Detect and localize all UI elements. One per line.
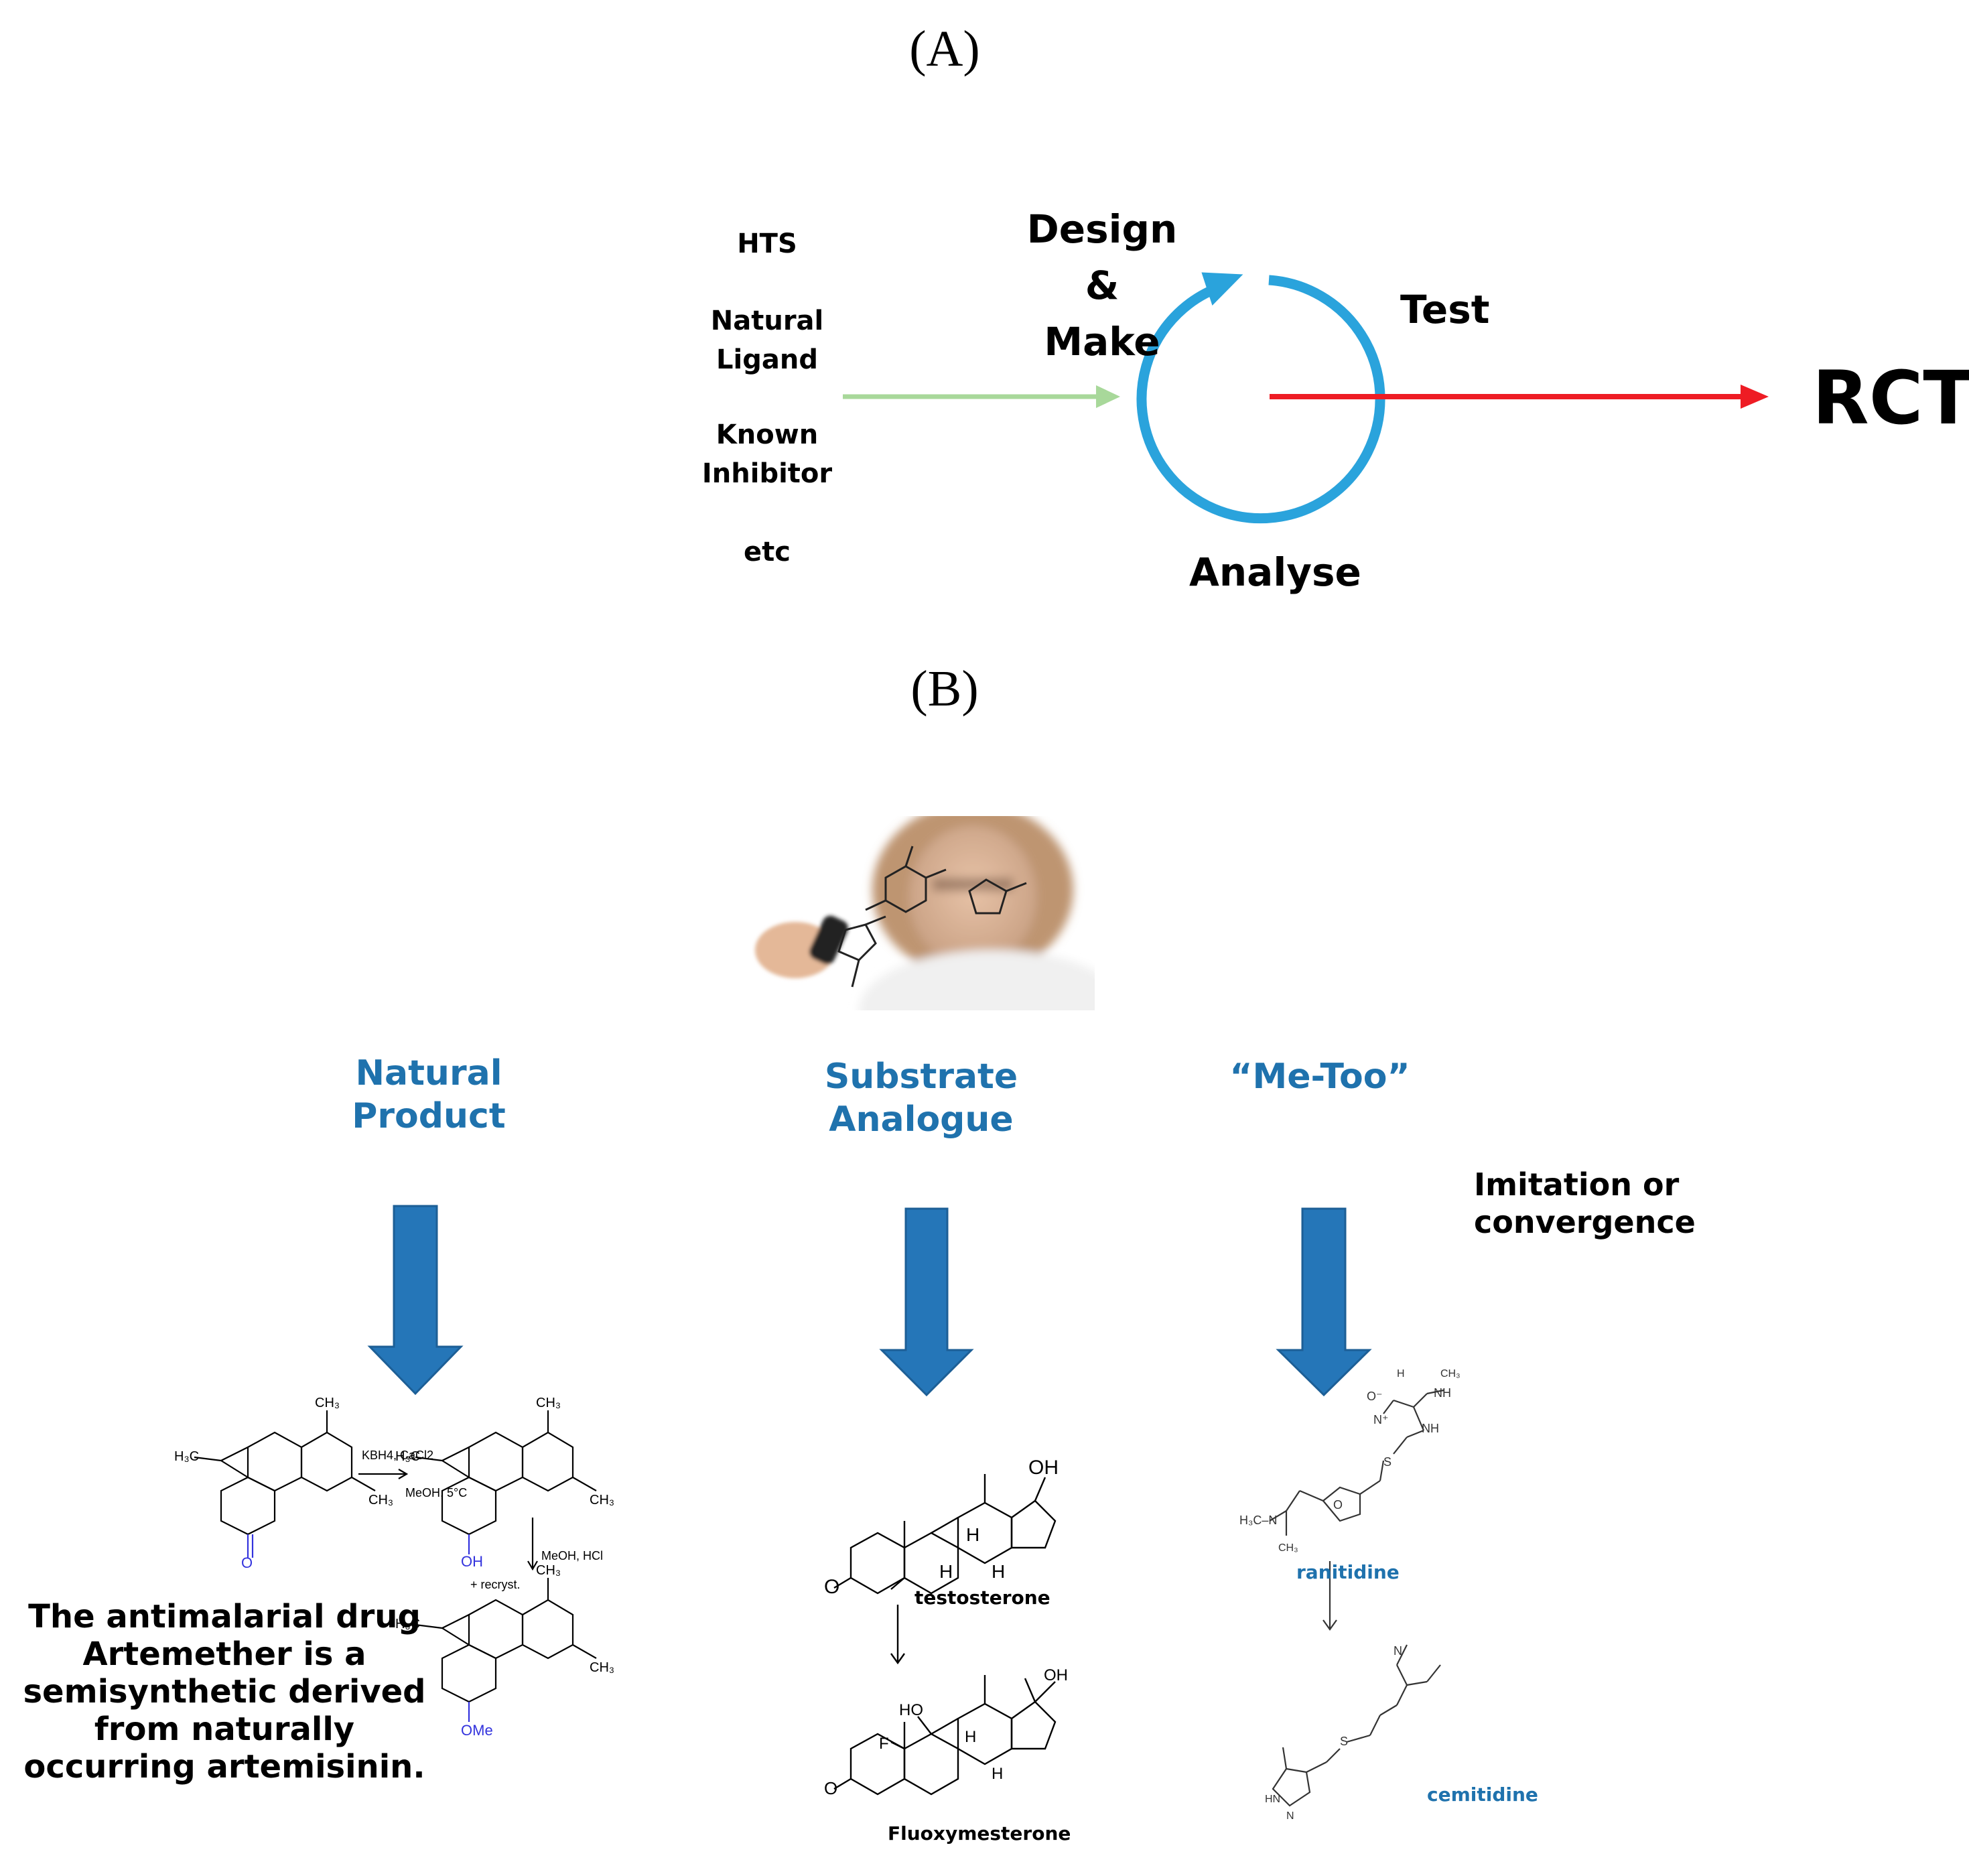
input-arrow-head xyxy=(1096,385,1120,408)
svg-text:S: S xyxy=(1340,1735,1348,1748)
svg-text:NH: NH xyxy=(1434,1386,1451,1400)
svg-text:F: F xyxy=(879,1735,889,1753)
svg-text:H₃C–N: H₃C–N xyxy=(1239,1514,1277,1527)
endpoint-rct: RCT xyxy=(1812,355,1969,441)
strategy-arrows xyxy=(367,1205,1372,1397)
svg-text:H₃C: H₃C xyxy=(395,1449,420,1464)
svg-text:H: H xyxy=(966,1524,979,1545)
cycle-label-design: Design & Make xyxy=(1026,206,1178,364)
compound-cemitidine: cemitidine xyxy=(1427,1784,1538,1806)
reaction-step1-reagents: KBH4, CaCl2 xyxy=(362,1449,434,1462)
svg-text:S: S xyxy=(1383,1455,1391,1469)
h2-antagonist-scheme: H₃C–N CH₃ O S NH NH CH₃ O⁻ N⁺ H S HN N N xyxy=(1239,1368,1461,1822)
artemether-scheme: O OH OMe H₃C H₃C H₃C CH₃ CH₃ CH₃ CH₃ CH₃… xyxy=(174,1396,614,1739)
svg-text:CH₃: CH₃ xyxy=(1440,1368,1461,1380)
compound-ranitidine: ranitidine xyxy=(1296,1561,1400,1583)
strategy-substrate-analogue: Substrate Analogue xyxy=(824,1057,1018,1140)
svg-text:O: O xyxy=(824,1778,837,1798)
svg-text:HN: HN xyxy=(1265,1794,1280,1805)
svg-text:N: N xyxy=(1286,1810,1294,1822)
cycle-label-test: Test xyxy=(1400,287,1490,332)
svg-text:OMe: OMe xyxy=(461,1722,493,1739)
imitation-note: Imitation or convergence xyxy=(1474,1166,1696,1240)
output-arrow-head xyxy=(1741,385,1769,409)
iterative-cycle xyxy=(1136,275,1385,524)
source-known-inhibitor: Known Inhibitor xyxy=(701,419,833,489)
svg-text:CH₃: CH₃ xyxy=(590,1660,614,1675)
svg-text:H: H xyxy=(965,1728,976,1746)
reaction-step2-conditions: + recryst. xyxy=(470,1578,521,1591)
svg-text:OH: OH xyxy=(461,1553,483,1570)
compound-fluoxymesterone: Fluoxymesterone xyxy=(888,1822,1071,1845)
compound-testosterone: testosterone xyxy=(914,1587,1050,1609)
cycle-label-analyse: Analyse xyxy=(1189,549,1361,595)
cycle-arrow-head xyxy=(1201,272,1243,306)
svg-text:H: H xyxy=(992,1561,1005,1582)
svg-text:H: H xyxy=(992,1765,1003,1783)
source-natural-ligand: Natural Ligand xyxy=(710,306,824,375)
svg-text:O⁻: O⁻ xyxy=(1367,1390,1383,1403)
panel-label-a: (A) xyxy=(909,21,980,77)
chemist-illustration xyxy=(752,816,1095,1010)
panel-label-b: (B) xyxy=(910,661,979,717)
arrow-natural-product xyxy=(367,1205,464,1396)
reaction-step2-reagents: MeOH, HCl xyxy=(541,1549,604,1562)
artemether-caption: The antimalarial drug Artemether is a se… xyxy=(23,1598,426,1786)
steroid-scheme: O OH H H H O OH HO F H H xyxy=(824,1457,1068,1798)
svg-text:O: O xyxy=(1333,1498,1343,1512)
svg-text:OH: OH xyxy=(1044,1666,1068,1684)
svg-text:H: H xyxy=(1397,1368,1405,1380)
svg-text:H: H xyxy=(939,1561,953,1582)
svg-text:CH₃: CH₃ xyxy=(315,1396,340,1410)
reaction-step1-conditions: MeOH, 5°C xyxy=(405,1486,468,1499)
svg-text:O: O xyxy=(824,1576,839,1598)
svg-text:CH₃: CH₃ xyxy=(536,1396,561,1410)
svg-text:CH₃: CH₃ xyxy=(536,1563,561,1578)
svg-text:OH: OH xyxy=(1028,1457,1059,1479)
source-etc: etc xyxy=(744,537,791,567)
svg-text:H₃C: H₃C xyxy=(174,1449,199,1464)
svg-text:CH₃: CH₃ xyxy=(368,1493,393,1508)
strategy-natural-product: Natural Product xyxy=(352,1053,506,1136)
svg-text:O: O xyxy=(241,1554,253,1571)
svg-text:CH₃: CH₃ xyxy=(590,1493,614,1508)
svg-text:H₃C: H₃C xyxy=(395,1617,420,1631)
source-hts: HTS xyxy=(737,228,797,259)
svg-text:N: N xyxy=(1394,1644,1402,1658)
cycle-diagram xyxy=(843,272,1769,524)
arrow-me-too xyxy=(1276,1207,1372,1397)
svg-text:HO: HO xyxy=(899,1701,923,1719)
svg-text:CH₃: CH₃ xyxy=(1278,1542,1298,1554)
arrow-substrate-analogue xyxy=(879,1207,974,1397)
svg-text:NH: NH xyxy=(1422,1422,1439,1435)
svg-text:N⁺: N⁺ xyxy=(1373,1413,1389,1426)
strategy-me-too: “Me-Too” xyxy=(1229,1057,1410,1097)
